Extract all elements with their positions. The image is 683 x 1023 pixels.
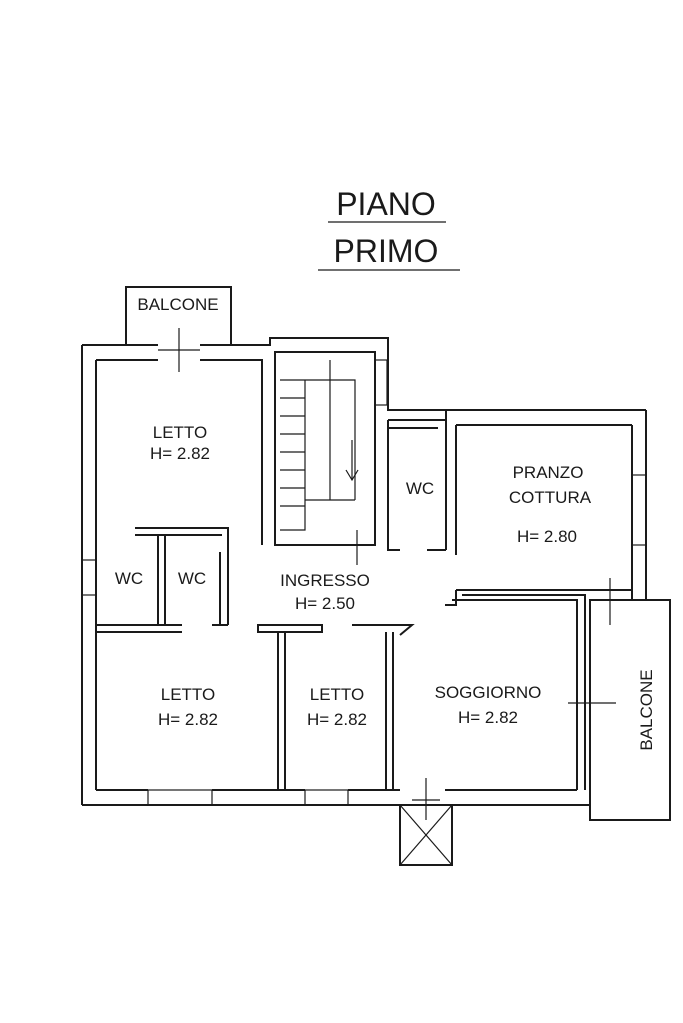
room-label-wc-mid: WC — [178, 569, 206, 588]
title-line-2: PRIMO — [334, 233, 439, 269]
room-label-ingresso: INGRESSO — [280, 571, 370, 590]
room-label-pranzo: PRANZO — [513, 463, 584, 482]
room-label-letto-s: LETTO — [310, 685, 364, 704]
stair-block — [274, 351, 388, 565]
entrance-porch — [399, 778, 453, 866]
room-height-letto-s: H= 2.82 — [307, 710, 367, 729]
room-height-letto-nw: H= 2.82 — [150, 444, 210, 463]
room-label-wc-stair: WC — [406, 479, 434, 498]
balcony-top — [125, 286, 232, 372]
balcony-right — [568, 599, 671, 821]
room-label-balcone-right: BALCONE — [637, 669, 656, 750]
room-label-wc-left: WC — [115, 569, 143, 588]
wc-west-walls — [96, 527, 229, 633]
room-height-ingresso: H= 2.50 — [295, 594, 355, 613]
room-height-soggiorno: H= 2.82 — [458, 708, 518, 727]
room-height-pranzo: H= 2.80 — [517, 527, 577, 546]
room-label-balcone-top: BALCONE — [137, 295, 218, 314]
title-line-1: PIANO — [336, 186, 436, 222]
central-partition-walls — [257, 594, 586, 790]
room-height-letto-sw: H= 2.82 — [158, 710, 218, 729]
room-label-letto-sw: LETTO — [161, 685, 215, 704]
room-label-cottura: COTTURA — [509, 488, 592, 507]
room-label-letto-nw: LETTO — [153, 423, 207, 442]
room-label-soggiorno: SOGGIORNO — [435, 683, 542, 702]
pranzo-walls — [445, 410, 632, 625]
